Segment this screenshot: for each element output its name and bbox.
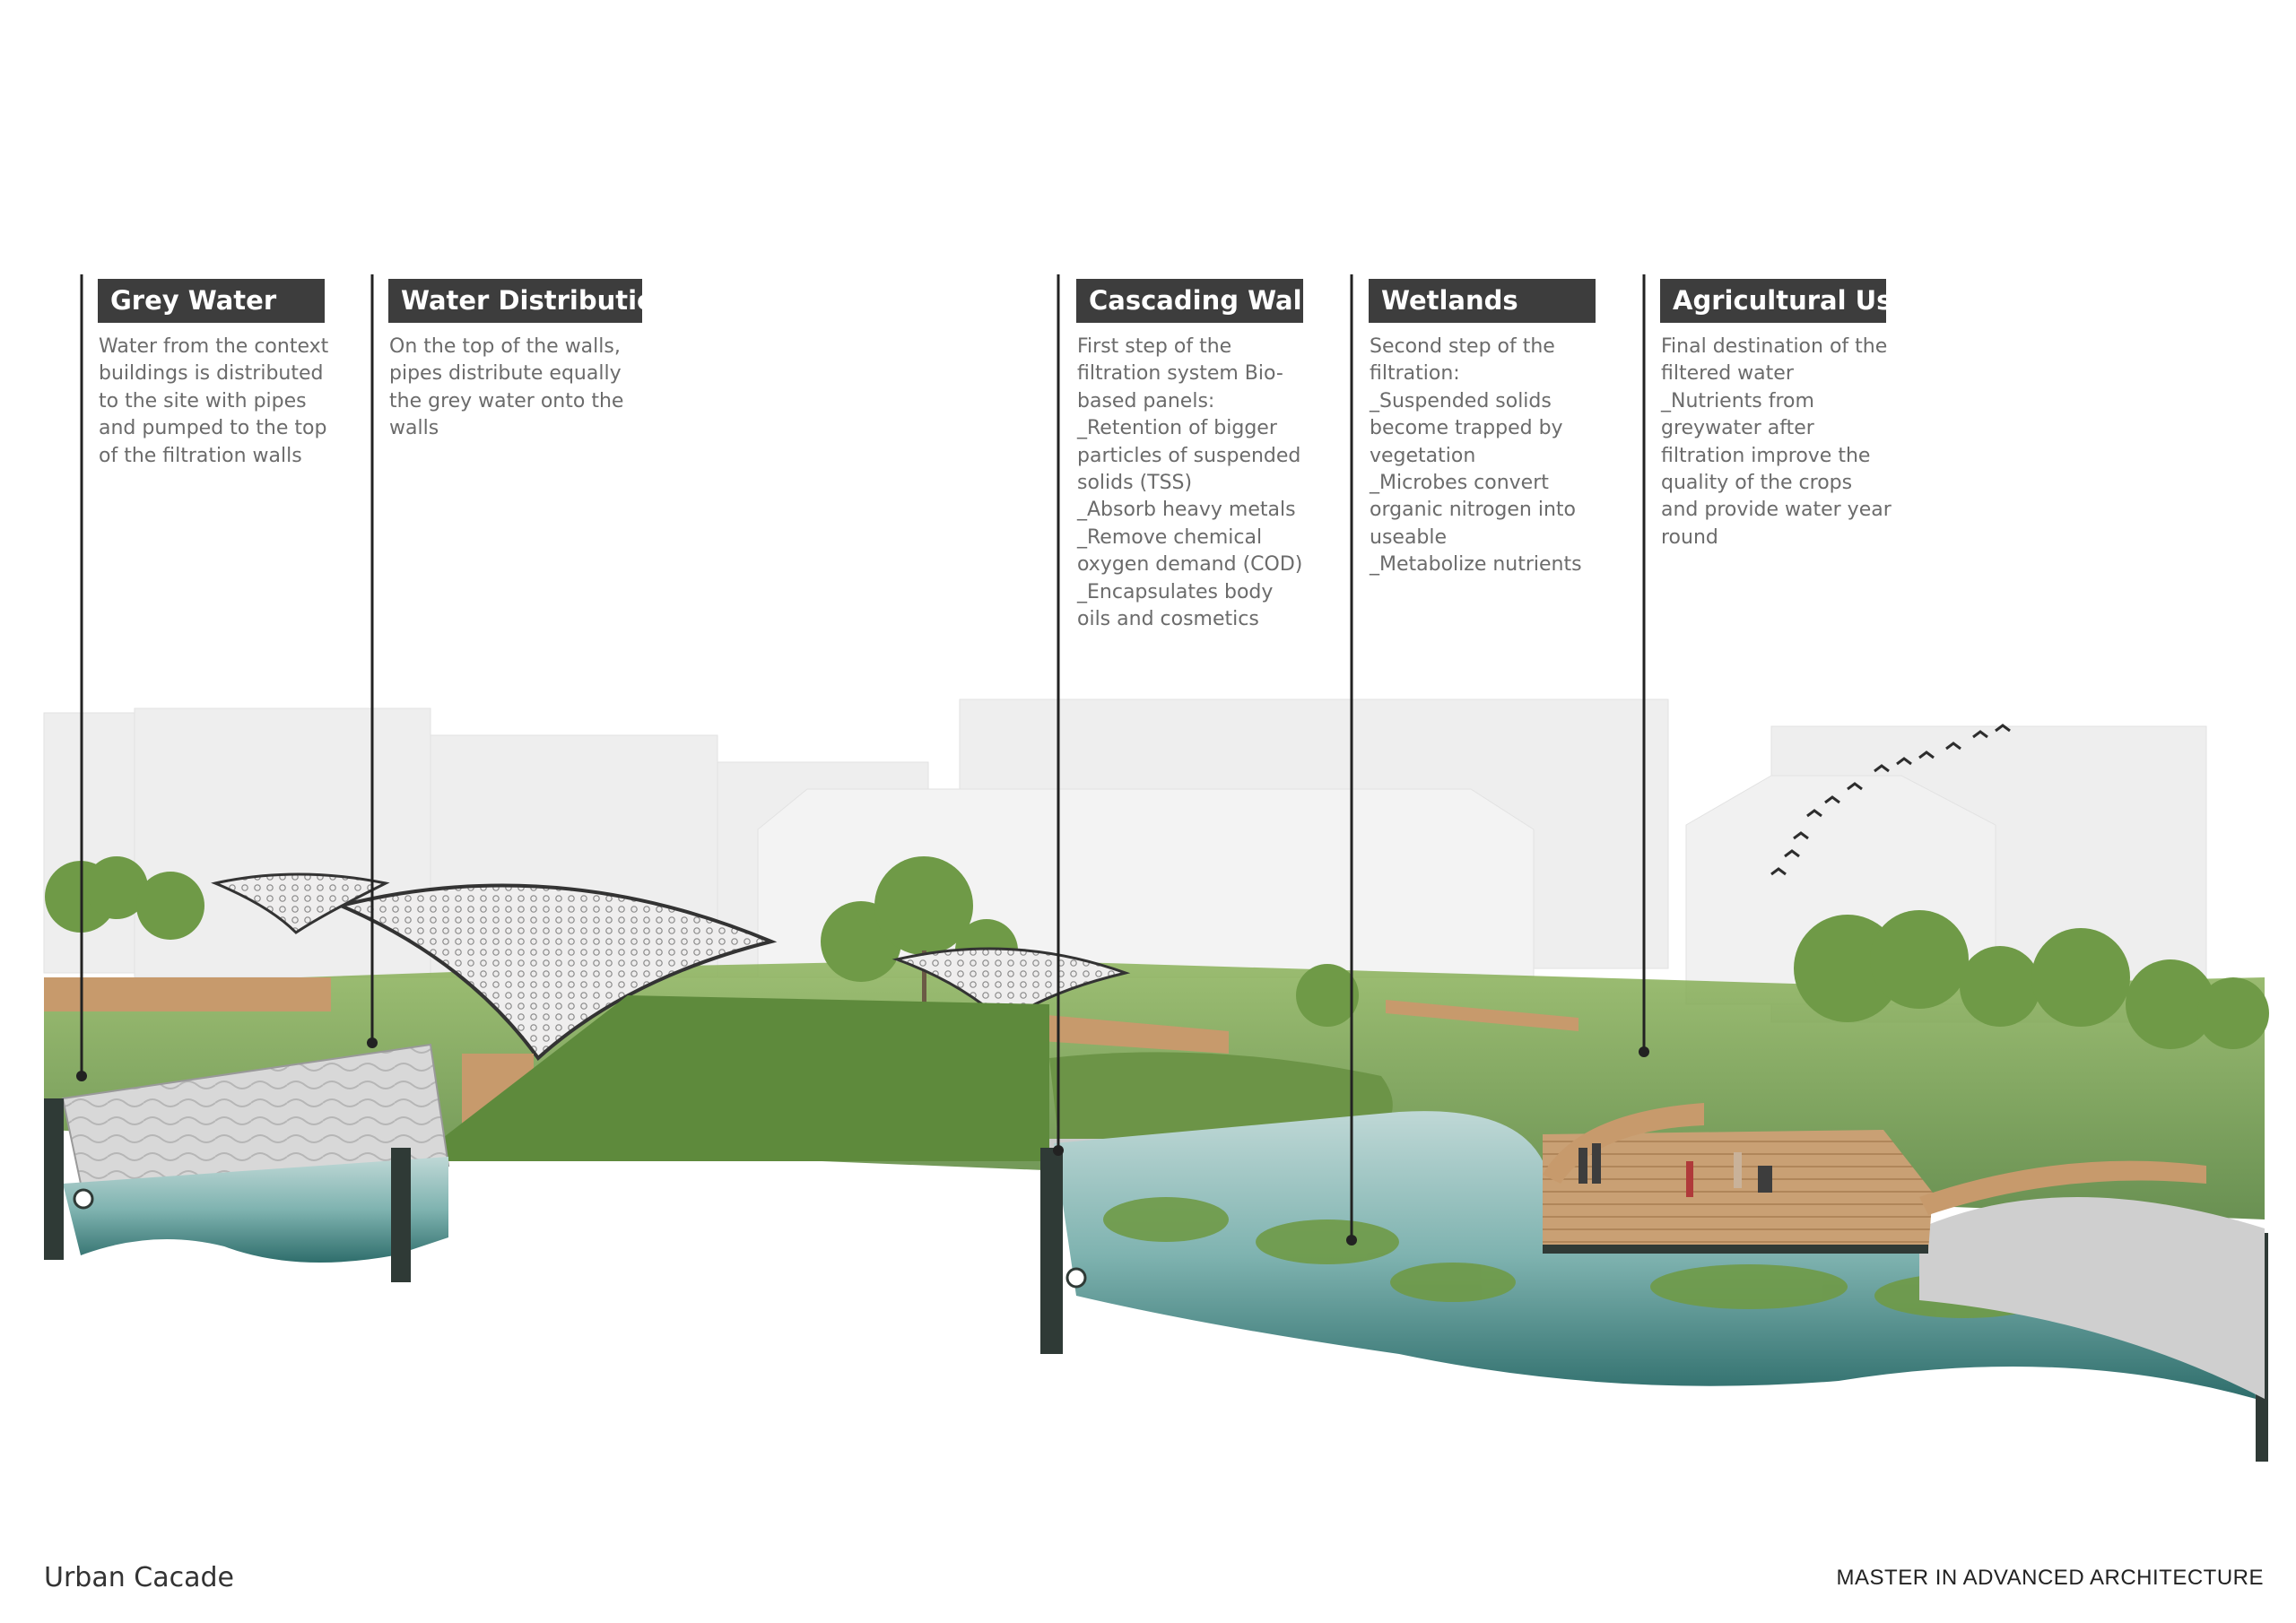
callout-title-cascading-walls: Cascading Walls (1076, 279, 1326, 323)
trees (45, 856, 2269, 1049)
railings (44, 977, 1578, 1054)
callout-title-water-distribution: Water Distribution (388, 279, 674, 323)
callout-dot-grey-water (76, 1071, 87, 1081)
left-tank (44, 1043, 450, 1282)
callout-text-agricultural-use: Final destination of the filtered water … (1661, 335, 1892, 549)
callout-text-grey-water: Water from the context buildings is dist… (99, 335, 329, 467)
program-title: MASTER IN ADVANCED ARCHITECTURE (1836, 1566, 2264, 1590)
callout-dot-water-distribution (367, 1037, 378, 1048)
garden-beds (413, 995, 1049, 1161)
callout-leaders (80, 274, 1646, 1237)
callout-dot-agricultural-use (1639, 1046, 1649, 1057)
project-title: Urban Cacade (44, 1562, 234, 1593)
callout-text-wetlands: Second step of the filtration: _Suspende… (1370, 335, 1582, 577)
callout-title-wetlands: Wetlands (1369, 279, 1596, 323)
callout-text-water-distribution: On the top of the walls, pipes distribut… (389, 335, 624, 440)
callout-dot-cascading-walls (1053, 1145, 1064, 1156)
callout-text-cascading-walls: First step of the filtration system Bio-… (1077, 335, 1303, 631)
timber-deck (1543, 1103, 2206, 1254)
birds (1770, 724, 2011, 876)
callout-title-agricultural-use: Agricultural Use (1660, 279, 1909, 323)
hex-canopy (211, 872, 1131, 1152)
wetlands-basin (1040, 1111, 2268, 1462)
callout-dots (76, 1037, 1649, 1245)
callout-dot-wetlands (1346, 1235, 1357, 1245)
callout-title-grey-water: Grey Water (98, 279, 325, 323)
